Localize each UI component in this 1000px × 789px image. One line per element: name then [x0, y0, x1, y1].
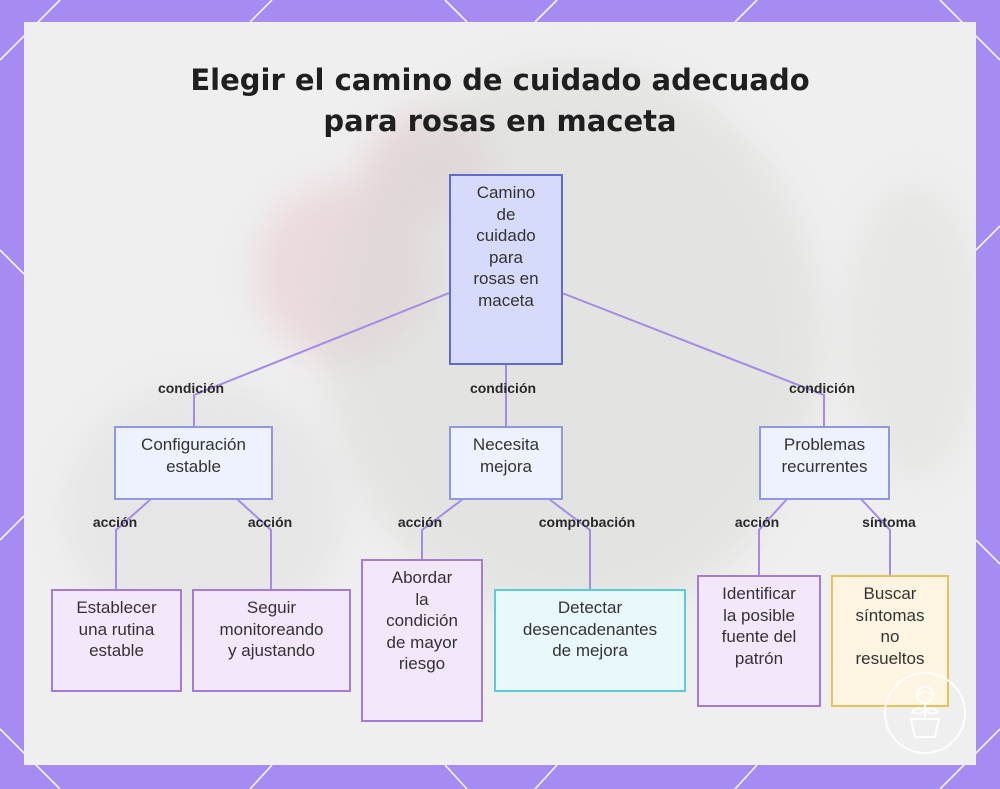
node-line: fuente del	[721, 627, 797, 646]
node-line: Configuración	[141, 435, 246, 454]
connector-problemas-identificar	[758, 498, 788, 575]
connector-necesita-detectar	[548, 498, 591, 589]
node-line: riesgo	[398, 654, 446, 673]
node-line: monitoreando	[219, 619, 324, 639]
connector-problemas-buscar	[860, 498, 891, 575]
connector-configuracion-establecer	[115, 498, 152, 589]
edge-label: síntoma	[862, 514, 916, 530]
leaf-node-identificar-fuente: Identificar la posible fuente del patrón	[697, 575, 821, 707]
connector-necesita-abordar	[421, 498, 464, 559]
edge-label: acción	[247, 514, 293, 530]
connector-root-problemas	[561, 292, 825, 426]
background-blur	[324, 62, 824, 622]
node-line: patrón	[734, 648, 784, 668]
node-text: Camino de cuidado para rosas en maceta	[473, 182, 538, 311]
edge-label: comprobación	[538, 514, 636, 530]
node-text: Abordar la condición de mayor riesgo	[386, 567, 458, 675]
connector-root-configuracion	[193, 292, 450, 426]
node-line: Establecer	[76, 598, 157, 617]
node-text: Problemas recurrentes	[782, 434, 868, 477]
node-line: de	[496, 204, 516, 224]
node-line: de mejora	[552, 641, 628, 660]
branch-node-configuracion-estable: Configuración estable	[114, 426, 273, 500]
edge-label: condición	[469, 380, 537, 396]
root-node: Camino de cuidado para rosas en maceta	[449, 174, 563, 365]
diagram-title: Elegir el camino de cuidado adecuado par…	[0, 60, 1000, 142]
node-line: Detectar	[557, 598, 623, 617]
node-line: cuidado	[476, 226, 536, 245]
node-line: síntomas	[855, 605, 925, 625]
node-line: Buscar	[863, 584, 917, 603]
node-line: la	[415, 589, 429, 609]
node-line: resueltos	[855, 648, 925, 668]
node-line: no	[880, 627, 900, 646]
node-line: y ajustando	[228, 641, 315, 660]
rose-pot-icon	[884, 672, 966, 754]
edge-label: acción	[397, 514, 443, 530]
node-line: una rutina	[78, 619, 155, 639]
branch-node-problemas-recurrentes: Problemas recurrentes	[759, 426, 890, 500]
branch-node-necesita-mejora: Necesita mejora	[449, 426, 563, 500]
node-text: Identificar la posible fuente del patrón	[722, 583, 797, 669]
node-text: Buscar síntomas no resueltos	[856, 583, 925, 669]
node-line: Camino	[476, 183, 536, 202]
node-line: de mayor	[386, 632, 458, 652]
node-text: Establecer una rutina estable	[76, 597, 156, 662]
connector-configuracion-seguir	[236, 498, 272, 589]
title-line: Elegir el camino de cuidado adecuado	[190, 63, 810, 97]
node-line: Necesita	[472, 435, 540, 454]
leaf-node-abordar-condicion: Abordar la condición de mayor riesgo	[361, 559, 483, 722]
node-line: desencadenantes	[522, 619, 658, 639]
title-line: para rosas en maceta	[323, 104, 677, 138]
node-line: mejora	[480, 456, 532, 476]
edge-label: acción	[734, 514, 780, 530]
node-text: Seguir monitoreando y ajustando	[220, 597, 324, 662]
leaf-node-establecer-rutina: Establecer una rutina estable	[51, 589, 182, 692]
edge-label: condición	[788, 380, 856, 396]
node-line: recurrentes	[781, 456, 868, 476]
node-text: Detectar desencadenantes de mejora	[523, 597, 657, 662]
node-line: rosas en	[473, 269, 539, 288]
node-line: la posible	[723, 605, 795, 625]
leaf-node-seguir-monitoreando: Seguir monitoreando y ajustando	[192, 589, 351, 692]
node-line: Problemas	[783, 435, 866, 454]
node-text: Configuración estable	[141, 434, 246, 477]
node-line: estable	[89, 641, 144, 660]
node-line: condición	[386, 611, 458, 630]
edge-label: acción	[92, 514, 138, 530]
node-line: maceta	[478, 290, 534, 310]
edge-label: condición	[157, 380, 225, 396]
node-line: para	[488, 247, 523, 267]
node-line: Seguir	[246, 598, 297, 617]
node-line: Abordar	[391, 568, 453, 587]
node-line: estable	[166, 456, 221, 476]
node-text: Necesita mejora	[473, 434, 539, 477]
node-line: Identificar	[722, 584, 796, 603]
leaf-node-detectar-desencadenantes: Detectar desencadenantes de mejora	[494, 589, 686, 692]
leaf-node-buscar-sintomas: Buscar síntomas no resueltos	[831, 575, 949, 707]
